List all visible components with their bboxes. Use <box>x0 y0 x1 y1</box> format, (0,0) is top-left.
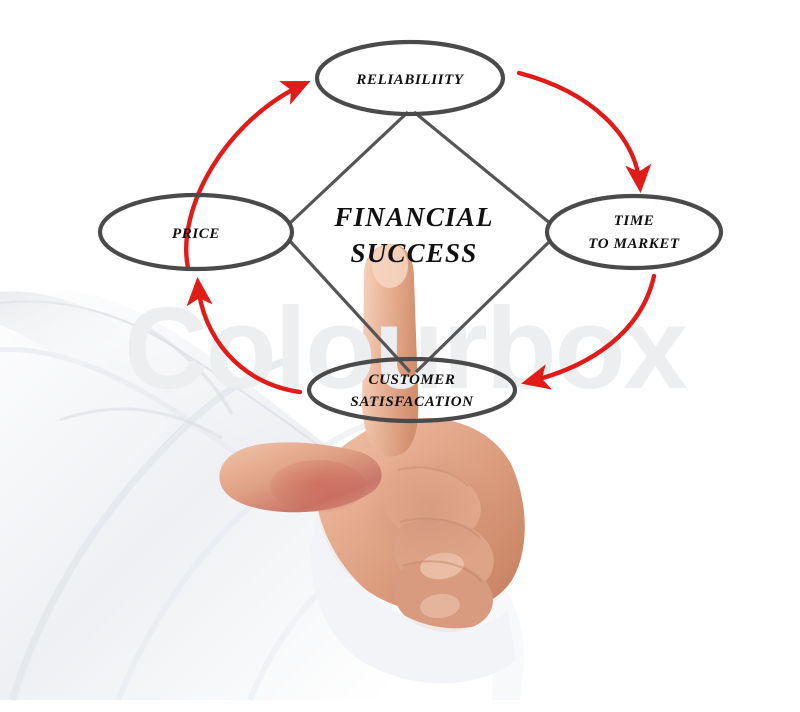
time-to-market-label-line1: TIME <box>614 213 655 229</box>
customer-satisfacation-ellipse[interactable] <box>306 356 518 424</box>
financial-success-line2: SUCCESS <box>351 238 478 268</box>
reliability-ellipse[interactable] <box>314 39 506 117</box>
financial-success-line1: FINANCIAL <box>333 202 493 232</box>
node-time-to-market[interactable]: TIME TO MARKET <box>544 193 724 271</box>
hand <box>219 243 525 684</box>
node-financial-success[interactable]: FINANCIAL SUCCESS <box>333 202 493 268</box>
watermark-text: Colourbox <box>124 283 687 413</box>
reliability-label: RELIABILIITY <box>355 72 464 88</box>
diamond-connectors <box>287 110 553 374</box>
time-to-market-ellipse[interactable] <box>544 193 724 271</box>
time-to-market-label-line2: TO MARKET <box>588 236 680 252</box>
node-price[interactable]: PRICE <box>97 192 295 272</box>
arrow-time-to-customer <box>521 273 657 390</box>
connector-reliability-price <box>287 110 410 226</box>
arrow-customer-to-price <box>186 276 303 395</box>
connector-reliability-time <box>412 110 553 226</box>
customer-satisfacation-label-line2: SATISFACATION <box>350 394 474 410</box>
price-ellipse[interactable] <box>97 192 295 272</box>
connector-time-customer <box>414 238 553 374</box>
arrow-price-to-reliability <box>184 80 311 271</box>
customer-satisfacation-label-line1: CUSTOMER <box>368 372 455 388</box>
price-label: PRICE <box>172 226 220 242</box>
cycle-arrows <box>184 70 657 395</box>
node-reliability[interactable]: RELIABILIITY <box>314 39 506 117</box>
node-customer-satisfacation[interactable]: CUSTOMER SATISFACATION <box>306 356 518 424</box>
arrow-reliability-to-time <box>516 70 652 194</box>
connector-price-customer <box>287 238 412 374</box>
